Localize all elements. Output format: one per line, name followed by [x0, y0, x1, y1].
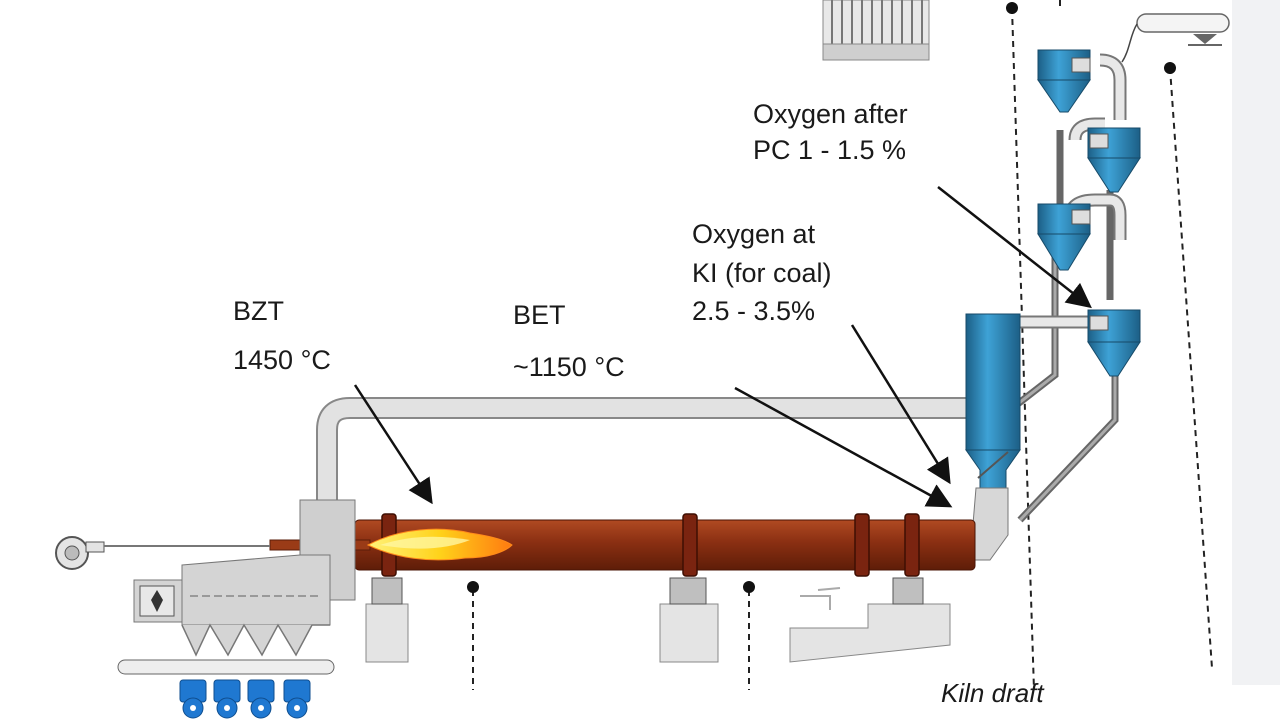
bet-label: BET	[513, 300, 566, 330]
bet-value: ~1150 °C	[513, 352, 625, 377]
oxygen-at-ki-label-line2: KI (for coal)	[692, 258, 832, 288]
control-box-icon	[139, 585, 175, 617]
cyclone-stage-3	[1037, 203, 1091, 271]
cyclone-stage-4	[1087, 309, 1141, 377]
kiln-supports	[365, 577, 951, 663]
rotary-kiln	[354, 513, 976, 577]
cyclone-stage-2	[1087, 127, 1141, 193]
tertiary-air-duct	[316, 397, 970, 500]
cooler-fans	[179, 679, 311, 719]
fan-icon-small	[179, 679, 311, 719]
oxygen-pc-arrow	[937, 186, 1092, 309]
oxygen-at-ki-label-line1: Oxygen at	[692, 219, 816, 249]
bzt-value: 1450 °C	[233, 345, 331, 375]
measurement-points	[467, 2, 1176, 593]
right-margin-strip	[1232, 0, 1280, 685]
fan-icon	[55, 536, 270, 570]
bottom-conveyor	[117, 659, 335, 675]
oxygen-ki-arrow	[850, 324, 951, 485]
bzt-label: BZT	[233, 296, 284, 326]
bzt-arrow	[353, 384, 433, 505]
kiln-inlet	[969, 487, 1009, 561]
oxygen-after-pc-label-line1: Oxygen after	[753, 99, 908, 129]
cyclone-stage-1	[1037, 49, 1091, 113]
top-filter-unit	[822, 0, 930, 61]
oxygen-after-pc-label-line2: PC 1 - 1.5 %	[753, 135, 907, 165]
precalciner	[965, 313, 1021, 489]
top-conveyor	[1121, 13, 1230, 63]
kiln-draft-label: Kiln draft	[941, 678, 1044, 708]
oxygen-at-ki-label-line3: 2.5 - 3.5%	[692, 296, 816, 326]
flame-icon	[366, 528, 513, 561]
measurement-lines	[472, 0, 1213, 691]
annotation-arrows	[353, 186, 1092, 508]
bet-arrow	[734, 386, 953, 508]
